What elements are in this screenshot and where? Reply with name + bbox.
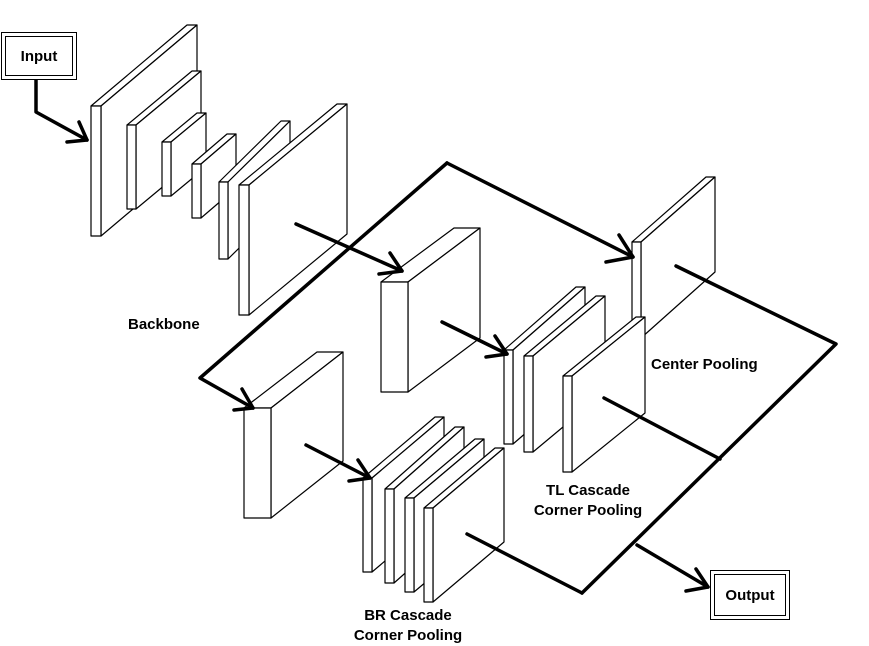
- br-cascade-slab-4: [423, 447, 505, 603]
- input-box: Input: [1, 32, 77, 80]
- output-box: Output: [710, 570, 790, 620]
- br-cascade-label-line1: BR Cascade: [364, 607, 452, 624]
- backbone-slab-4: [191, 133, 237, 219]
- br-block: [243, 351, 344, 519]
- input-arrow: [34, 76, 89, 142]
- tl-cascade-label-line2: Corner Pooling: [533, 502, 643, 519]
- br-cascade-label-line2: Corner Pooling: [353, 627, 463, 644]
- tl-block: [380, 227, 481, 393]
- input-arrow-head: [65, 120, 89, 144]
- backbone-to-tl-arrow-head: [377, 251, 404, 276]
- tl-block-arrow: [440, 320, 509, 356]
- br-cascade-output-path: [465, 532, 584, 595]
- input-label: Input: [5, 36, 73, 76]
- backbone-slab-6: [238, 103, 348, 316]
- backbone-slab-3: [161, 112, 207, 197]
- to-output-arrow-head: [684, 567, 710, 593]
- tl-cascade-output-path: [602, 396, 722, 461]
- tl-block-arrow-head: [484, 334, 509, 359]
- br-block-arrow-head: [347, 458, 372, 483]
- br-block-arrow: [304, 443, 372, 480]
- tl-cascade-label-line1: TL Cascade: [546, 482, 630, 499]
- to-center-pooling-arrow: [445, 161, 635, 259]
- tl-cascade-label: TL Cascade Corner Pooling: [528, 481, 648, 521]
- split-path: [198, 161, 449, 410]
- to-output-arrow: [635, 543, 710, 589]
- center-pooling-label: Center Pooling: [651, 356, 758, 373]
- br-cascade-label: BR Cascade Corner Pooling: [348, 606, 468, 646]
- tl-cascade-slab-3: [562, 316, 646, 473]
- backbone-label: Backbone: [128, 316, 200, 333]
- center-pooling-slab: [631, 176, 716, 339]
- center-pooling-output-path: [580, 264, 838, 595]
- split-to-br-arrow-head: [232, 387, 255, 412]
- output-label: Output: [714, 574, 786, 616]
- to-center-pooling-arrow-head: [604, 233, 635, 264]
